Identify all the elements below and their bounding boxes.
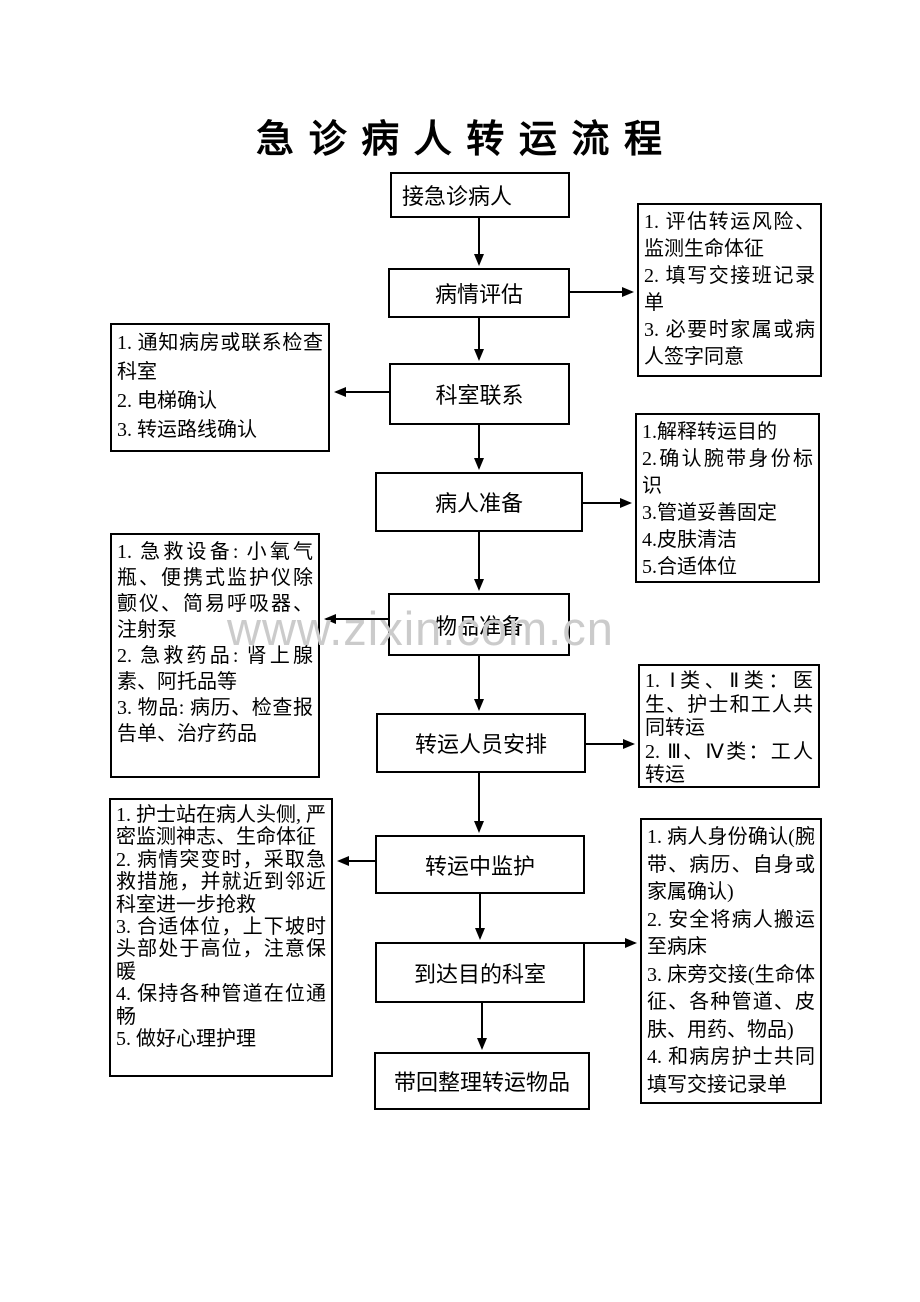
node-supplies-preparation: 物品准备 [388, 593, 570, 656]
node-monitoring-during-transfer: 转运中监护 [375, 835, 585, 894]
node-patient-preparation: 病人准备 [375, 472, 583, 532]
note-item: 2. Ⅲ、Ⅳ类：工人转运 [645, 740, 813, 787]
note-item: 5.合适体位 [642, 556, 737, 578]
note-item: 3. 床旁交接(生命体征、各种管道、皮肤、用药、物品) [647, 963, 815, 1041]
note-item: 3. 物品: 病历、检查报告单、治疗药品 [117, 697, 313, 745]
note-item: 4. 保持各种管道在位通畅 [116, 983, 326, 1028]
note-item: 4.皮肤清洁 [642, 529, 737, 551]
note-item: 1. 通知病房或联系检查科室 [117, 332, 323, 383]
note-item: 2. 急救药品: 肾上腺素、阿托品等 [117, 645, 313, 693]
note-item: 5. 做好心理护理 [116, 1028, 256, 1051]
note-patient-prep-details: 1.解释转运目的 2.确认腕带身份标识 3.管道妥善固定 4.皮肤清洁 5.合适体位 [635, 413, 820, 583]
page-title: 急 诊 病 人 转 运 流 程 [256, 119, 664, 161]
note-item: 2.确认腕带身份标识 [642, 448, 813, 497]
note-item: 3. 必要时家属或病人签字同意 [644, 319, 815, 368]
note-item: 2. 安全将病人搬运至病床 [647, 908, 815, 959]
note-department-contact-details: 1. 通知病房或联系检查科室 2. 电梯确认 3. 转运路线确认 [110, 323, 330, 452]
note-item: 4. 和病房护士共同填写交接记录单 [647, 1046, 815, 1096]
note-item: 1. 护士站在病人头侧, 严密监测神志、生命体征 [116, 804, 326, 849]
note-item: 1.解释转运目的 [642, 421, 777, 443]
note-item: 2. 病情突变时，采取急救措施，并就近到邻近科室进一步抢救 [116, 848, 326, 916]
node-return-and-tidy-supplies: 带回整理转运物品 [374, 1052, 590, 1110]
node-arrive-destination-department: 到达目的科室 [375, 942, 585, 1003]
note-item: 3.管道妥善固定 [642, 502, 777, 524]
node-receive-emergency-patient: 接急诊病人 [390, 172, 570, 218]
node-condition-assessment: 病情评估 [388, 268, 570, 318]
note-item: 1. 评估转运风险、监测生命体征 [644, 211, 815, 260]
note-item: 3. 转运路线确认 [117, 419, 257, 441]
note-item: 1. 急救设备: 小氧气瓶、便携式监护仪除颤仪、简易呼吸器、注射泵 [117, 541, 313, 641]
note-item: 2. 电梯确认 [117, 390, 217, 412]
note-item: 1. 病人身份确认(腕带、病历、自身或家属确认) [647, 826, 815, 903]
note-item: 3. 合适体位，上下坡时头部处于高位，注意保暖 [116, 916, 326, 983]
note-item: 2. 填写交接班记录单 [644, 265, 815, 314]
note-item: 1. Ⅰ类、Ⅱ类：医生、护士和工人共同转运 [645, 670, 813, 739]
node-transfer-staff-arrangement: 转运人员安排 [376, 713, 586, 773]
node-department-contact: 科室联系 [389, 363, 570, 425]
note-assessment-details: 1. 评估转运风险、监测生命体征 2. 填写交接班记录单 3. 必要时家属或病人签字… [637, 203, 822, 377]
